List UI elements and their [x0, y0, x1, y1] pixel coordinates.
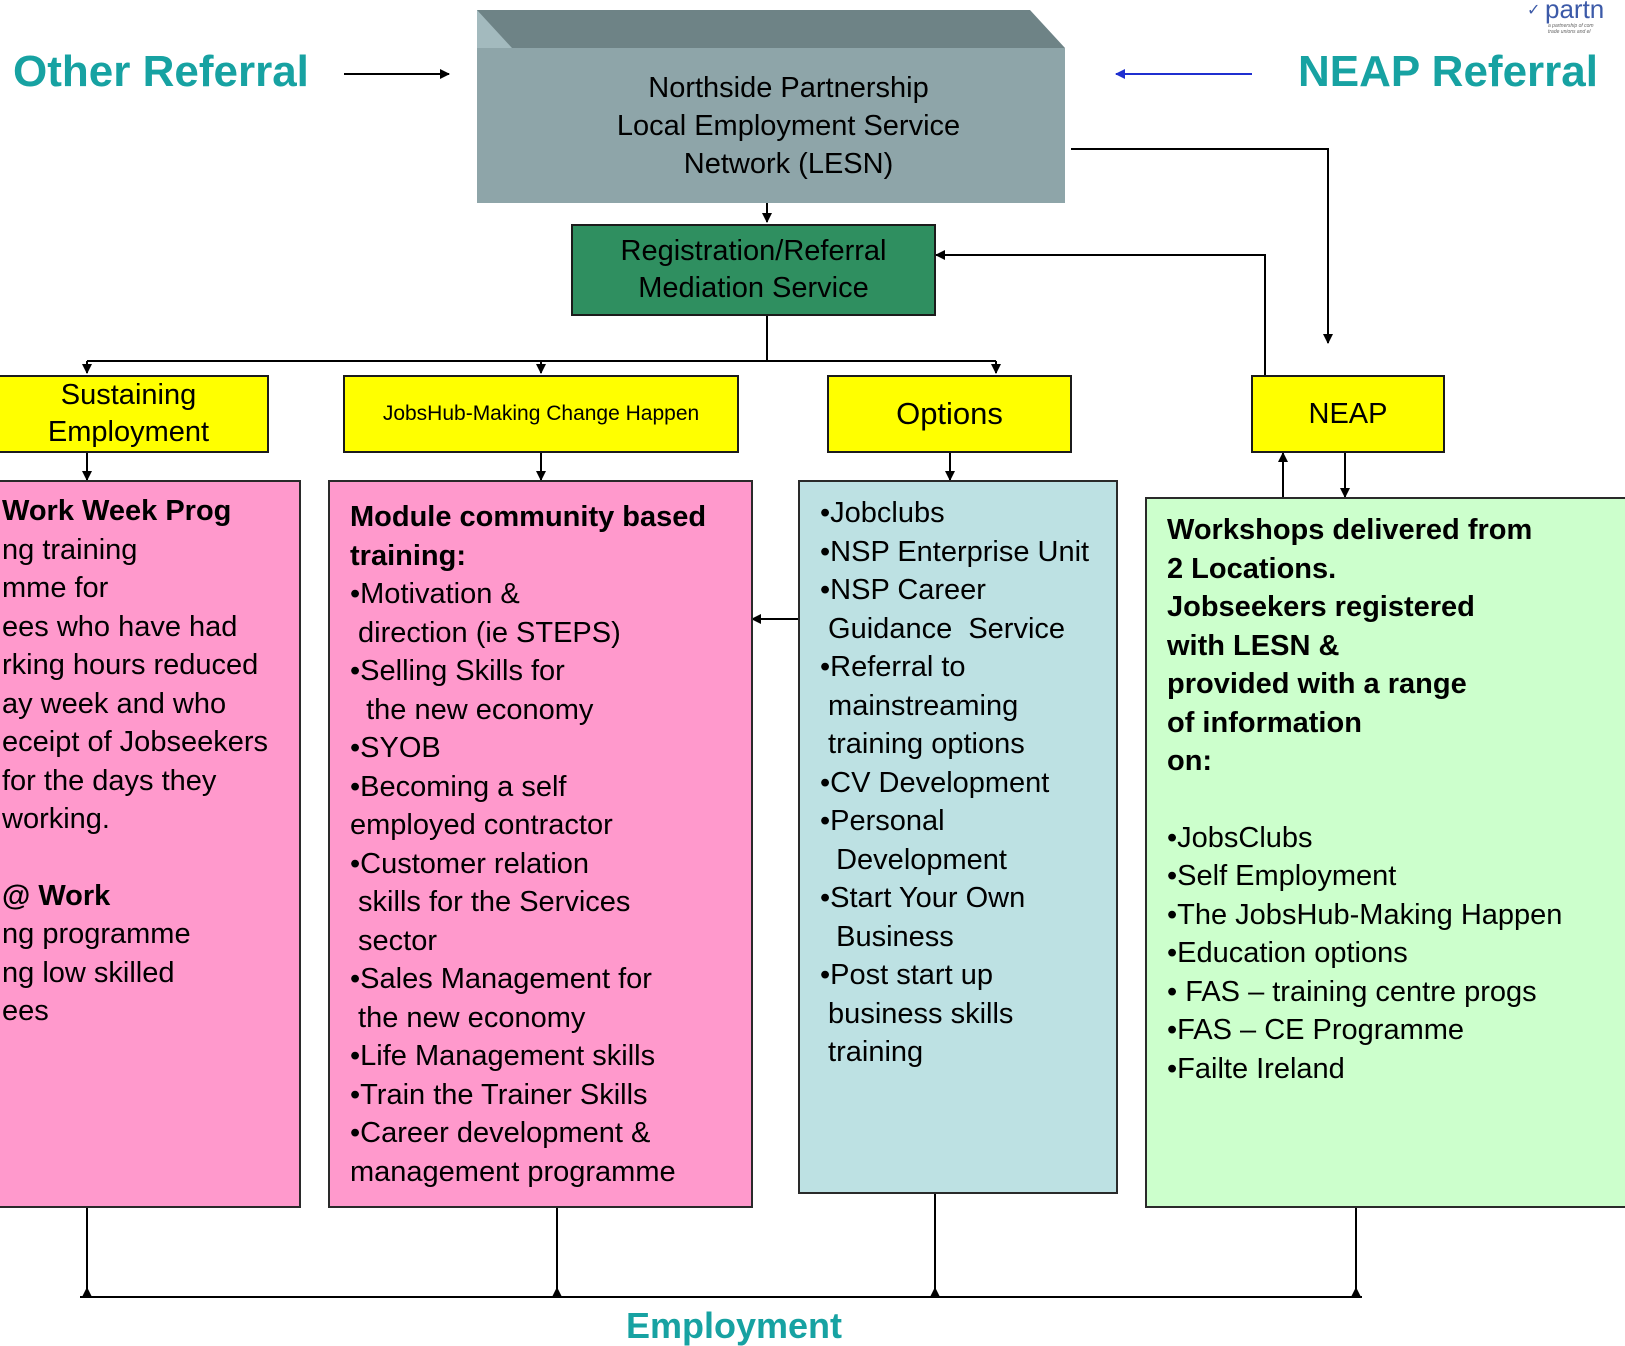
partnership-logo: partn [1545, 0, 1605, 24]
box-line: Development [820, 843, 1007, 876]
box-line: ees [2, 995, 49, 1027]
box-line: Guidance Service [820, 612, 1066, 645]
lesn-box-top-face [477, 10, 1065, 48]
jobshub-content-box: Module community based training: •Motiva… [328, 480, 753, 1208]
logo-check-icon: ✓ [1527, 2, 1541, 19]
box-line: management programme [350, 1155, 676, 1188]
box-line: •Education options [1167, 937, 1408, 969]
box-line: mainstreaming [820, 689, 1019, 722]
lesn-line: Northside Partnership [648, 71, 929, 104]
box-line: •NSP Enterprise Unit [820, 535, 1090, 568]
box-line: •Post start up [820, 959, 993, 991]
box-line: rking hours reduced [2, 649, 259, 681]
box-heading: training: [350, 539, 466, 572]
lesn-line: Local Employment Service [616, 109, 961, 142]
box-heading: Workshops delivered from [1167, 514, 1533, 546]
box-line: •Referral to [820, 651, 966, 683]
box-heading: @ Work [2, 879, 111, 912]
box-line: eceipt of Jobseekers [2, 726, 268, 758]
registration-line: Mediation Service [638, 272, 869, 304]
box-heading: Jobseekers registered [1167, 591, 1475, 623]
box-line: •FAS – CE Programme [1167, 1014, 1465, 1046]
programme-jobshub: JobsHub-Making Change Happen [343, 375, 739, 453]
box-line: sector [350, 924, 438, 957]
box-heading: 2 Locations. [1167, 552, 1337, 585]
box-line: •Life Management skills [350, 1040, 656, 1072]
box-line: •Jobclubs [820, 497, 945, 529]
programme-label: JobsHub-Making Change Happen [382, 402, 700, 425]
box-line: the new economy [350, 1001, 586, 1034]
options-content-box: •Jobclubs •NSP Enterprise Unit •NSP Care… [798, 480, 1118, 1194]
box-line: •JobsClubs [1167, 821, 1313, 854]
box-line: Business [820, 920, 954, 953]
programme-label: Options [896, 396, 1003, 431]
box-line: •NSP Career [820, 574, 986, 606]
box-line: •Personal [820, 805, 945, 837]
box-heading: on: [1167, 745, 1213, 777]
box-line: ay week and who [2, 687, 227, 720]
logo-tagline: a partnership of com trade unions and el [1548, 23, 1594, 35]
registration-box: Registration/Referral Mediation Service [571, 224, 936, 316]
box-line: the new economy [350, 693, 594, 726]
employment-label: Employment [625, 1305, 843, 1346]
box-line: •Start Your Own [820, 882, 1026, 914]
box-line: •Sales Management for [350, 963, 652, 995]
box-line: •Career development & [350, 1117, 651, 1149]
box-line: training options [820, 728, 1025, 760]
lesn-box: Northside Partnership Local Employment S… [477, 48, 1065, 203]
programme-options: Options [827, 375, 1072, 453]
box-line: direction (ie STEPS) [350, 616, 621, 649]
registration-line: Registration/Referral [620, 235, 887, 267]
neap-content-box: Workshops delivered from 2 Locations. Jo… [1145, 497, 1625, 1208]
sustaining-content-box: Work Week Prog ng training mme for ees w… [0, 480, 301, 1208]
box-line: •CV Development [820, 766, 1050, 799]
programme-label: Employment [47, 416, 210, 448]
programme-label: NEAP [1308, 397, 1388, 430]
box-line: training [820, 1036, 924, 1068]
box-heading: provided with a range [1167, 668, 1467, 700]
other-referral-label: Other Referral [13, 47, 309, 96]
box-line: ng programme [2, 918, 191, 950]
programme-label: Sustaining [60, 379, 197, 411]
programme-neap: NEAP [1251, 375, 1445, 453]
lesn-line: Network (LESN) [683, 147, 894, 180]
box-line: •Motivation & [350, 578, 520, 610]
programme-sustaining-employment: Sustaining Employment [0, 375, 269, 453]
box-line: •Failte Ireland [1167, 1052, 1345, 1085]
neap-referral-label: NEAP Referral [1298, 47, 1598, 96]
box-line: •Becoming a self [350, 770, 567, 803]
box-heading: Module community based [350, 501, 707, 533]
box-line: skills for the Services [350, 886, 631, 918]
box-line: ng training [2, 533, 138, 566]
box-line: working. [2, 803, 110, 835]
box-line: •The JobsHub-Making Happen [1167, 898, 1563, 931]
box-heading: with LESN & [1167, 629, 1340, 662]
box-line: • FAS – training centre progs [1167, 975, 1537, 1008]
box-line: •Self Employment [1167, 860, 1397, 892]
box-line: employed contractor [350, 809, 613, 841]
box-heading: Work Week Prog [2, 495, 232, 527]
box-line: business skills [820, 997, 1014, 1030]
box-line: •SYOB [350, 732, 441, 764]
box-line: for the days they [2, 764, 217, 797]
box-line: •Selling Skills for [350, 655, 565, 687]
box-line: mme for [2, 572, 109, 604]
box-line: •Customer relation [350, 847, 590, 880]
box-line: ng low skilled [2, 956, 175, 989]
box-line: •Train the Trainer Skills [350, 1078, 648, 1111]
box-heading: of information [1167, 706, 1362, 739]
box-line: ees who have had [2, 610, 238, 643]
